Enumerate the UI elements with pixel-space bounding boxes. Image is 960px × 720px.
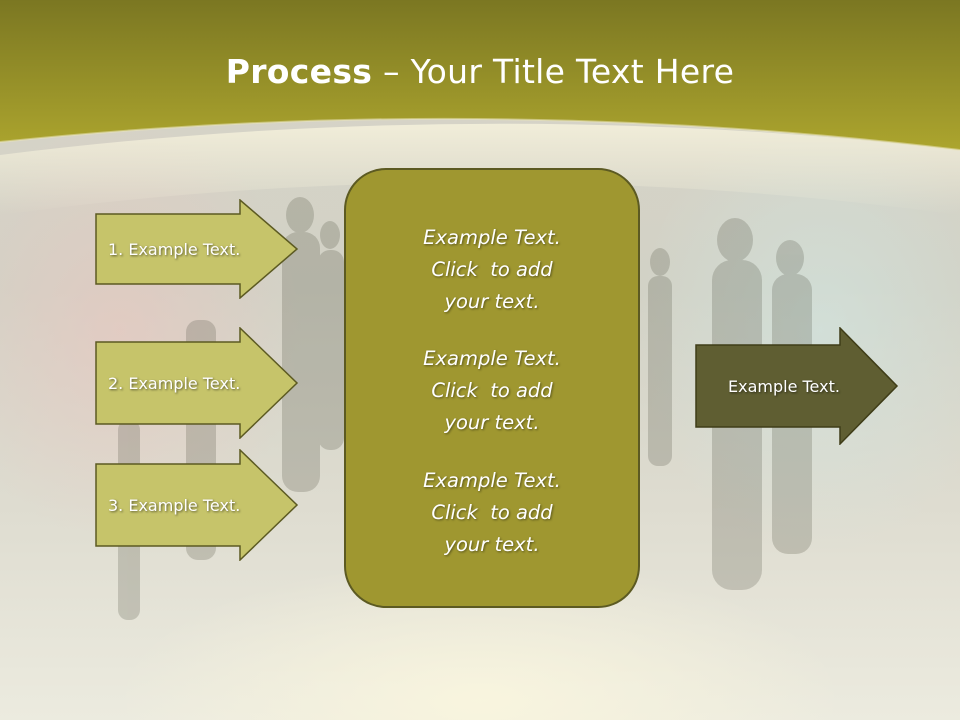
step-arrow-3[interactable]: 3. Example Text. bbox=[95, 449, 299, 561]
step-arrow-label: 2. Example Text. bbox=[108, 373, 241, 393]
title-rest: – Your Title Text Here bbox=[372, 52, 735, 91]
text-line: Example Text. bbox=[423, 347, 561, 370]
text-line: Example Text. bbox=[423, 468, 561, 492]
text-line: Click to add bbox=[431, 500, 553, 524]
step-arrow-label: 1. Example Text. bbox=[108, 239, 241, 259]
step-arrow-1[interactable]: 1. Example Text. bbox=[95, 199, 299, 299]
result-arrow-label: Example Text. bbox=[728, 376, 840, 396]
text-block-1[interactable]: Example Text. Click to add your text. bbox=[423, 222, 561, 318]
title-bold: Process bbox=[225, 52, 373, 91]
text-line: your text. bbox=[444, 411, 540, 434]
text-block-2[interactable]: Example Text. Click to add your text. bbox=[423, 343, 561, 439]
text-block-3[interactable]: Example Text. Click to add your text. bbox=[423, 465, 561, 561]
text-line: Click to add bbox=[431, 379, 553, 402]
text-line: your text. bbox=[444, 289, 540, 313]
step-arrow-2[interactable]: 2. Example Text. bbox=[95, 327, 299, 439]
text-line: your text. bbox=[444, 532, 540, 556]
center-text-box[interactable]: Example Text. Click to add your text. Ex… bbox=[344, 168, 640, 608]
result-arrow[interactable]: Example Text. bbox=[695, 327, 899, 445]
page-title: Process – Your Title Text Here bbox=[0, 52, 960, 91]
step-arrow-label: 3. Example Text. bbox=[108, 495, 241, 515]
text-line: Click to add bbox=[431, 257, 553, 281]
text-line: Example Text. bbox=[423, 225, 561, 249]
